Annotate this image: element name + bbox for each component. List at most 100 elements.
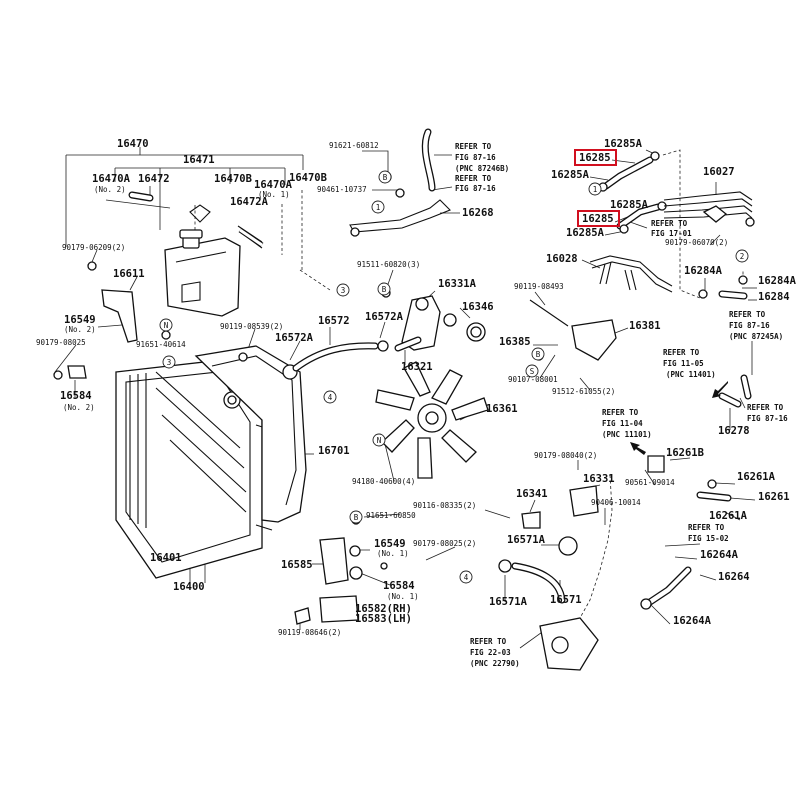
part-label-16470B-1: 16470B xyxy=(214,173,252,185)
radiator xyxy=(115,359,273,579)
marker-circle-mk-B1 xyxy=(377,282,391,296)
marker-circle-mk-4a xyxy=(323,390,337,404)
heater-pipes xyxy=(589,151,755,300)
part-label-ref-87-16c-2: FIG 87-16 xyxy=(729,321,770,330)
inlet-hoses xyxy=(498,374,752,671)
part-label-ref-11-05-1: REFER TO xyxy=(663,348,700,357)
part-label-ref-17-01-1: REFER TO xyxy=(651,219,688,228)
part-label-16582: 16582(RH) xyxy=(355,603,412,615)
fan-shroud xyxy=(194,345,307,523)
part-label-ref-11-05-3: (PNC 11401) xyxy=(666,370,716,379)
part-label-16472: 16472 xyxy=(138,173,170,185)
part-label-16385: 16385 xyxy=(499,336,531,348)
part-label-90116-08335: 90116-08335(2) xyxy=(413,501,476,510)
part-label-16261A-2: 16261A xyxy=(709,510,748,522)
part-label-16549-2-note: (No. 1) xyxy=(377,549,409,558)
part-label-16284A-2: 16284A xyxy=(758,275,797,287)
part-label-16346: 16346 xyxy=(462,301,494,313)
part-label-90461-10737: 90461-10737 xyxy=(317,185,367,194)
part-label-16470A-2-note: (No. 1) xyxy=(258,190,290,199)
part-label-16381: 16381 xyxy=(629,320,661,332)
highlight-box-16285-2 xyxy=(577,210,620,227)
part-label-ref-22-03-3: (PNC 22790) xyxy=(470,659,520,668)
part-label-16583: 16583(LH) xyxy=(355,613,412,625)
part-label-16261B: 16261B xyxy=(666,447,704,459)
part-label-16470A-1-note: (No. 2) xyxy=(94,185,126,194)
part-label-90179-06209: 90179-06209(2) xyxy=(62,243,125,252)
part-label-16028: 16028 xyxy=(546,253,578,265)
part-label-16284: 16284 xyxy=(758,291,790,303)
part-label-91621-60812: 91621-60812 xyxy=(329,141,379,150)
part-label-16572A-1: 16572A xyxy=(275,332,314,344)
part-label-ref-87-16d-2: FIG 87-16 xyxy=(747,414,788,423)
part-label-16611: 16611 xyxy=(113,268,145,280)
part-label-16361: 16361 xyxy=(486,403,518,415)
part-label-16264: 16264 xyxy=(718,571,750,583)
highlight-box-16285-1 xyxy=(574,149,617,166)
part-label-91651-60850: 91651-60850 xyxy=(366,511,416,520)
part-label-94180-40600: 94180-40600(4) xyxy=(352,477,415,486)
part-label-16549-1-note: (No. 2) xyxy=(64,325,96,334)
part-label-ref-11-05-2: FIG 11-05 xyxy=(663,359,704,368)
part-label-16264A-1: 16264A xyxy=(700,549,739,561)
part-label-ref-87-16d-1: REFER TO xyxy=(747,403,784,412)
bracket-16611 xyxy=(53,289,171,380)
arrow-icon xyxy=(712,381,728,398)
part-label-90107-08001: 90107-08001 xyxy=(508,375,558,384)
marker-circle-mk-2a xyxy=(735,249,749,263)
part-label-16549-1: 16549 xyxy=(64,314,96,326)
part-label-16285-1: 16285 xyxy=(579,152,611,164)
part-label-16285A-1: 16285A xyxy=(604,138,643,150)
part-label-16571A-1: 16571A xyxy=(507,534,546,546)
upper-hose xyxy=(292,340,389,372)
part-label-91512-61055: 91512-61055(2) xyxy=(552,387,615,396)
part-label-16471: 16471 xyxy=(183,154,215,166)
reservoir-tank xyxy=(87,191,264,317)
part-label-16285A-3: 16285A xyxy=(610,199,649,211)
part-label-90561-09014: 90561-09014 xyxy=(625,478,675,487)
marker-circle-mk-B4 xyxy=(378,170,392,184)
part-label-16472A: 16472A xyxy=(230,196,269,208)
part-label-ref-11-04-3: (PNC 11101) xyxy=(602,430,652,439)
water-outlet xyxy=(381,288,486,352)
part-label-ref-87-16b-2: FIG 87-16 xyxy=(455,184,496,193)
arrow-icon xyxy=(630,442,646,455)
marker-circle-mk-B3 xyxy=(349,510,363,524)
marker-label-mk-B2: B xyxy=(536,350,541,359)
part-label-ref-87-16a-1: REFER TO xyxy=(455,142,492,151)
marker-circle-mk-3a xyxy=(336,283,350,297)
part-label-90119-08646: 90119-08646(2) xyxy=(278,628,341,637)
marker-circle-mk-S1 xyxy=(525,364,539,378)
part-label-16584-2: 16584 xyxy=(383,580,415,592)
lower-brackets xyxy=(294,515,388,625)
part-label-16585: 16585 xyxy=(281,559,313,571)
leader-lines xyxy=(54,147,757,649)
part-label-90119-08539: 90119-08539(2) xyxy=(220,322,283,331)
part-label-16285A-2: 16285A xyxy=(551,169,590,181)
part-label-ref-87-16c-1: REFER TO xyxy=(729,310,766,319)
part-label-16584-1-note: (No. 2) xyxy=(63,403,95,412)
part-label-ref-22-03-2: FIG 22-03 xyxy=(470,648,511,657)
part-label-ref-87-16b-1: REFER TO xyxy=(455,174,492,183)
part-label-16285-2: 16285 xyxy=(582,213,614,225)
part-label-16341: 16341 xyxy=(516,488,548,500)
part-label-16571: 16571 xyxy=(550,594,582,606)
part-label-16331: 16331 xyxy=(583,473,615,485)
marker-label-mk-S1: S xyxy=(530,367,535,376)
part-label-ref-17-01-2: FIG 17-01 xyxy=(651,229,692,238)
part-label-16584-2-note: (No. 1) xyxy=(387,592,419,601)
part-label-90179-06070: 90179-06070(2) xyxy=(665,238,728,247)
marker-label-mk-3b: 3 xyxy=(167,358,172,367)
marker-label-mk-3a: 3 xyxy=(341,286,346,295)
part-label-16571A-2: 16571A xyxy=(489,596,528,608)
marker-label-mk-B3: B xyxy=(354,513,359,522)
part-label-90406-10014: 90406-10014 xyxy=(591,498,641,507)
part-label-16278: 16278 xyxy=(718,425,750,437)
part-label-16285A-4: 16285A xyxy=(566,227,605,239)
part-label-16470: 16470 xyxy=(117,138,149,150)
marker-label-mk-4b: 4 xyxy=(464,573,469,582)
part-label-ref-15-02-1: REFER TO xyxy=(688,523,725,532)
part-label-ref-87-16a-2: FIG 87-16 xyxy=(455,153,496,162)
